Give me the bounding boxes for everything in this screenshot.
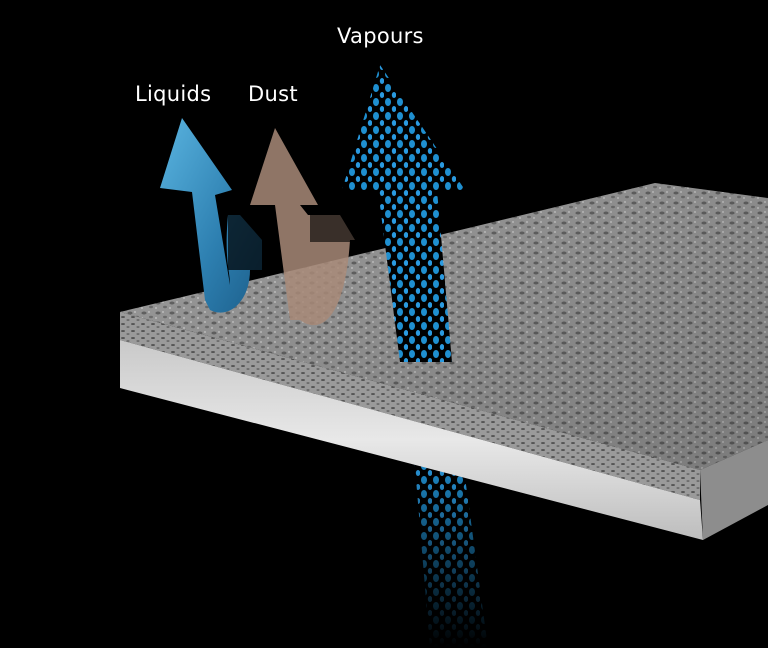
vapours-label: Vapours: [337, 24, 424, 48]
dust-label: Dust: [248, 82, 298, 106]
vapour-arrow-exit: [414, 455, 488, 648]
base-layer-front: [120, 340, 703, 540]
membrane-front-layer: [120, 312, 700, 500]
dust-arrow: [250, 128, 355, 326]
slab-right-side: [700, 440, 768, 540]
liquids-arrow: [160, 118, 266, 313]
liquids-label: Liquids: [135, 82, 212, 106]
vapour-arrow: [342, 65, 465, 362]
